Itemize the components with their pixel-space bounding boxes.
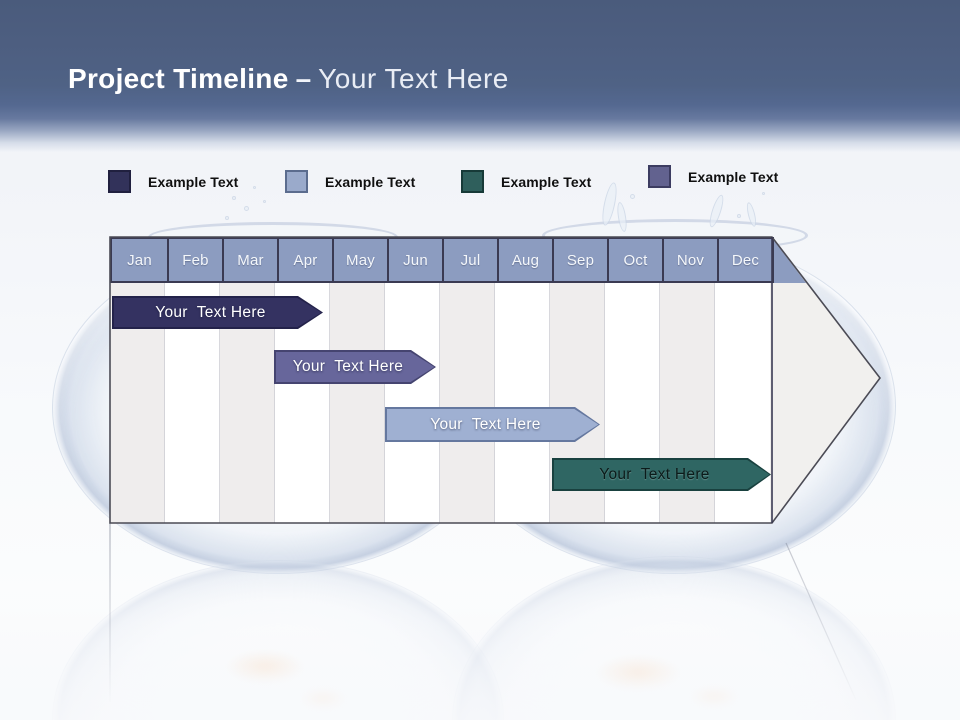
- task-bar-body: Your Text Here: [553, 459, 770, 490]
- legend-item: Example Text: [285, 170, 415, 193]
- water-splash-droplet: [630, 194, 635, 199]
- legend-item: Example Text: [108, 170, 238, 193]
- legend-color-swatch: [285, 170, 308, 193]
- legend-color-swatch: [461, 170, 484, 193]
- legend-label: Example Text: [325, 173, 416, 190]
- legend-label: Example Text: [148, 173, 239, 190]
- title-placeholder-text: Your Text Here: [318, 63, 509, 94]
- legend-label: Example Text: [501, 173, 592, 190]
- title-band: [0, 0, 960, 152]
- task-bar-2: Your Text Here: [274, 350, 436, 384]
- legend-item: Example Text: [648, 165, 778, 188]
- legend-item: Example Text: [461, 170, 591, 193]
- task-bar-body: Your Text Here: [275, 351, 435, 383]
- slide-title: Project Timeline–Your Text Here: [68, 60, 509, 98]
- water-splash-droplet: [244, 206, 249, 211]
- legend-label: Example Text: [688, 168, 779, 185]
- title-dash: –: [295, 63, 312, 94]
- task-bar-4: Your Text Here: [552, 458, 771, 491]
- task-bar-body: Your Text Here: [386, 408, 599, 441]
- task-bar-label: Your Text Here: [155, 303, 266, 321]
- task-bar-body: Your Text Here: [113, 297, 322, 328]
- water-splash-droplet: [253, 186, 256, 189]
- task-bar-3: Your Text Here: [385, 407, 600, 442]
- title-main: Project Timeline: [68, 63, 289, 94]
- water-splash-droplet: [263, 200, 266, 203]
- legend-color-swatch: [648, 165, 671, 188]
- legend-color-swatch: [108, 170, 131, 193]
- water-splash-droplet: [737, 214, 741, 218]
- task-bar-label: Your Text Here: [430, 415, 541, 433]
- water-splash-droplet: [225, 216, 229, 220]
- water-splash-droplet: [762, 192, 765, 195]
- water-splash-droplet: [232, 196, 236, 200]
- task-bar-label: Your Text Here: [292, 358, 404, 375]
- task-bar-1: Your Text Here: [112, 296, 323, 329]
- task-bar-label: Your Text Here: [599, 465, 710, 483]
